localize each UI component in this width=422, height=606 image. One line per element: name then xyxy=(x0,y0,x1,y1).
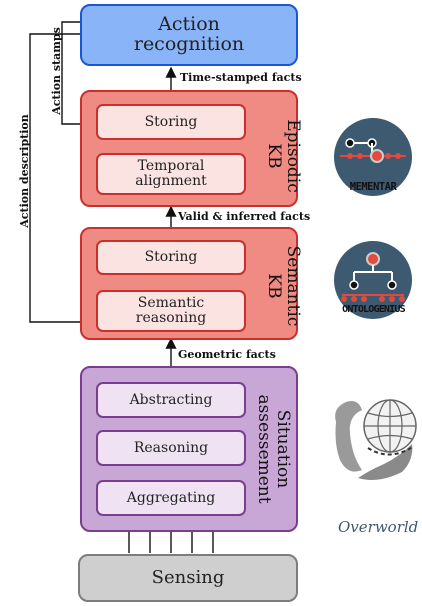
valid-inferred-label: Valid & inferred facts xyxy=(178,210,311,223)
mementar-wordmark: MEMENTAR xyxy=(349,181,397,193)
action-description-label: Action description xyxy=(18,114,31,228)
episodic-storing-box: Storing xyxy=(96,104,246,140)
reasoning-label: Reasoning xyxy=(133,439,209,456)
overworld-wordmark: Overworld xyxy=(338,518,419,536)
semantic-reasoning-box: Semantic reasoning xyxy=(96,290,246,332)
action-stamps-label: Action stamps xyxy=(50,27,63,115)
temporal-alignment-box: Temporal alignment xyxy=(96,153,246,195)
action-description-line xyxy=(29,33,98,328)
action-recognition-box: Action recognition xyxy=(80,4,298,66)
reasoning-box: Reasoning xyxy=(96,430,246,466)
ontologenius-logo xyxy=(334,241,412,319)
sensing-label: Sensing xyxy=(151,566,225,588)
sensing-box: Sensing xyxy=(78,554,298,602)
overworld-logo xyxy=(335,399,417,480)
abstracting-box: Abstracting xyxy=(96,382,246,418)
episodic-storing-label: Storing xyxy=(144,113,198,130)
aggregating-box: Aggregating xyxy=(96,480,246,516)
abstracting-label: Abstracting xyxy=(129,391,213,408)
semantic-reasoning-label: Semantic reasoning xyxy=(135,295,207,326)
mementar-logo xyxy=(334,118,412,196)
ontologenius-wordmark: ONTOLOGENIUS xyxy=(342,304,405,315)
action-stamps-line xyxy=(61,21,98,130)
time-stamped-label: Time-stamped facts xyxy=(180,71,302,84)
situation-title: Situation assessement xyxy=(254,394,293,504)
aggregating-label: Aggregating xyxy=(126,489,216,506)
geometric-label: Geometric facts xyxy=(178,348,276,361)
semantic-title: Semantic KB xyxy=(264,245,303,327)
temporal-alignment-label: Temporal alignment xyxy=(135,158,207,189)
episodic-title: Episodic KB xyxy=(264,119,303,193)
action-recognition-label: Action recognition xyxy=(133,13,245,55)
semantic-storing-label: Storing xyxy=(144,249,198,266)
semantic-storing-box: Storing xyxy=(96,240,246,275)
